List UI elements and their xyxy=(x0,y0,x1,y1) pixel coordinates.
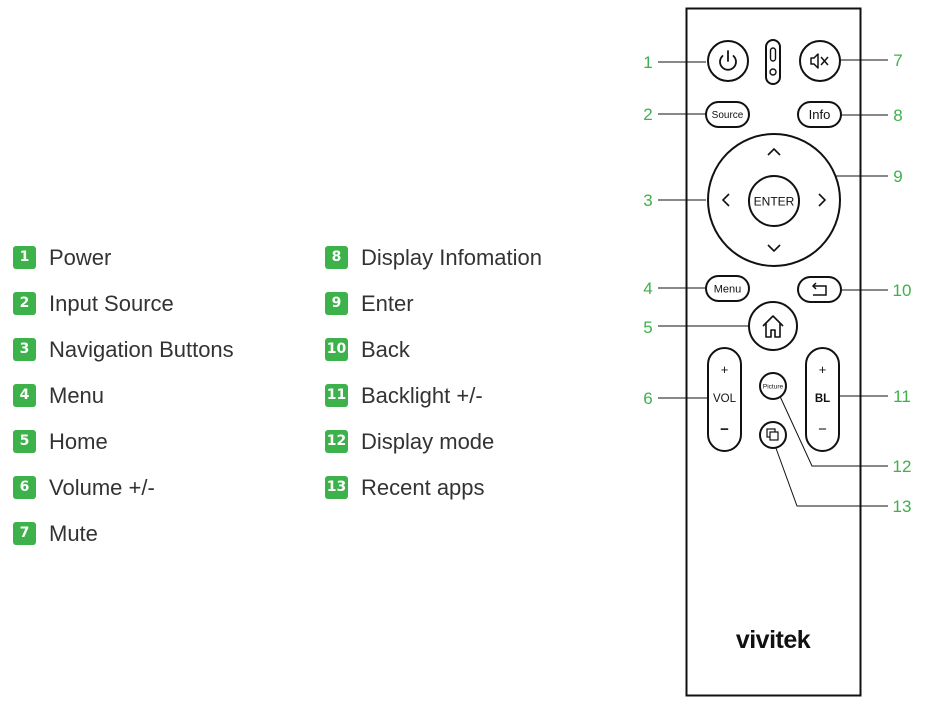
legend-label: Backlight +/- xyxy=(361,383,483,408)
ir-led-indicator xyxy=(765,39,781,85)
legend-label: Enter xyxy=(361,291,414,316)
callout-number: 4 xyxy=(643,279,652,298)
legend-badge: 3 xyxy=(13,338,36,361)
backlight-label: BL xyxy=(815,393,830,405)
callout-line-12 xyxy=(777,391,888,467)
mute-icon xyxy=(810,53,829,69)
callout-numbers: 1 2 3 4 5 6 7 8 9 10 11 12 13 xyxy=(643,51,911,516)
recent-apps-button[interactable] xyxy=(759,421,787,449)
legend-badge: 11 xyxy=(325,384,348,407)
volume-down-label[interactable]: − xyxy=(720,421,729,438)
picture-label: Picture xyxy=(763,384,784,391)
callout-number: 12 xyxy=(893,457,912,476)
volume-label: VOL xyxy=(713,393,737,405)
menu-button[interactable]: Menu xyxy=(705,275,750,302)
legend-label: Display mode xyxy=(361,429,495,454)
nav-left-icon[interactable] xyxy=(721,193,730,207)
menu-label: Menu xyxy=(714,284,742,296)
callout-number: 10 xyxy=(893,281,912,300)
legend-badge: 2 xyxy=(13,292,36,315)
volume-rocker[interactable]: + VOL − xyxy=(707,347,742,452)
callout-number: 13 xyxy=(893,497,912,516)
back-button[interactable] xyxy=(797,276,842,303)
power-icon xyxy=(719,50,737,71)
legend-badge: 7 xyxy=(13,522,36,545)
callout-number: 3 xyxy=(643,191,652,210)
legend-label: Input Source xyxy=(49,291,174,316)
picture-button[interactable]: Picture xyxy=(759,372,787,400)
callout-number: 1 xyxy=(643,53,652,72)
recent-apps-icon xyxy=(766,428,779,441)
back-icon xyxy=(811,282,827,296)
power-button[interactable] xyxy=(707,40,749,82)
callout-number: 6 xyxy=(643,389,652,408)
callout-number: 5 xyxy=(643,318,652,337)
backlight-rocker[interactable]: + BL − xyxy=(805,347,840,452)
nav-up-icon[interactable] xyxy=(767,147,781,156)
home-icon xyxy=(762,315,784,338)
enter-label: ENTER xyxy=(754,195,795,209)
legend-badge: 5 xyxy=(13,430,36,453)
brand-logo: vivitek xyxy=(736,626,811,654)
legend-badge: 1 xyxy=(13,246,36,269)
info-label: Info xyxy=(809,107,831,122)
callout-number: 11 xyxy=(893,387,911,406)
legend-badge: 9 xyxy=(325,292,348,315)
legend-label: Volume +/- xyxy=(49,475,155,500)
volume-up-label[interactable]: + xyxy=(721,362,729,377)
legend-badge: 8 xyxy=(325,246,348,269)
legend-label: Mute xyxy=(49,521,98,546)
legend-label: Power xyxy=(49,245,112,270)
source-button[interactable]: Source xyxy=(705,101,750,128)
legend-badge: 4 xyxy=(13,384,36,407)
callout-number: 8 xyxy=(893,106,902,125)
nav-right-icon[interactable] xyxy=(818,193,827,207)
legend-label: Menu xyxy=(49,383,105,408)
backlight-up-label[interactable]: + xyxy=(819,362,827,377)
callout-number: 7 xyxy=(893,51,902,70)
source-label: Source xyxy=(712,110,744,121)
legend-badge: 12 xyxy=(325,430,348,453)
nav-down-icon[interactable] xyxy=(767,244,781,253)
callout-number: 9 xyxy=(893,167,902,186)
mute-button[interactable] xyxy=(799,40,841,82)
info-button[interactable]: Info xyxy=(797,101,842,128)
legend-badge: 10 xyxy=(325,338,348,361)
legend-badge: 6 xyxy=(13,476,36,499)
enter-button[interactable]: ENTER xyxy=(748,175,800,227)
legend-label: Recent apps xyxy=(361,475,485,500)
legend-label: Home xyxy=(49,429,108,454)
legend-label: Navigation Buttons xyxy=(49,337,234,362)
callout-number: 2 xyxy=(643,105,652,124)
legend-label: Back xyxy=(361,337,410,362)
backlight-down-label[interactable]: − xyxy=(818,421,827,438)
home-button[interactable] xyxy=(748,301,798,351)
legend-badge: 13 xyxy=(325,476,348,499)
legend-label: Display Infomation xyxy=(361,245,542,270)
callout-line-13 xyxy=(772,439,888,507)
